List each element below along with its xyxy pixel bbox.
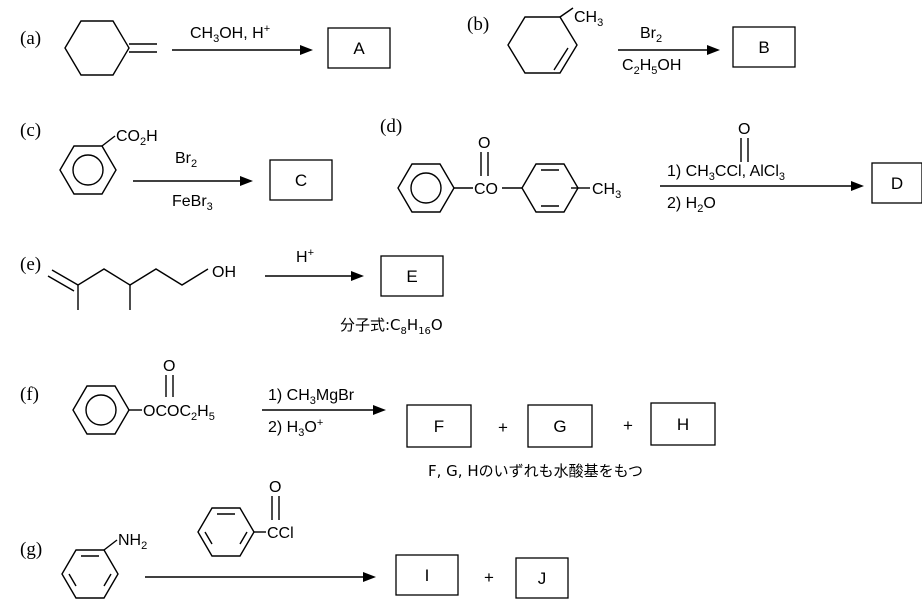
step1-d: 1) CH3CCl, AlCl3 [667,163,785,183]
product-g: G [553,417,566,436]
skeleton-e [77,268,209,310]
product-box-i [395,554,459,596]
reaction-g: (g) NH2 O CCl I + J [20,479,569,599]
acyl-o-g: O [269,479,281,496]
plus-f2: + [623,416,633,435]
product-a: A [353,39,365,58]
formula-note-e: 分子式:C8H16O [340,316,443,337]
benzene-ring-g2 [197,507,255,557]
reagent-a: CH3OH, H+ [190,23,270,45]
cyclohexane-ring [64,20,130,76]
methyl-d: CH3 [592,181,621,201]
carbonyl-o-f: O [163,358,175,375]
ester-link-d: CO [474,181,498,198]
product-box-j [515,557,569,599]
product-box-a [327,27,391,69]
label-a: (a) [20,28,41,49]
benzene-ring-c [59,145,117,195]
product-h: H [677,415,689,434]
ring-double-bond [553,47,569,71]
product-b: B [758,38,769,57]
amine-g: NH2 [118,532,147,552]
plus-f1: + [498,418,508,437]
label-c: (c) [20,120,41,141]
product-d: D [891,174,903,193]
reagent-e: H+ [296,247,314,266]
reagent-bottom-c: FeBr3 [172,193,213,213]
label-d: (d) [380,116,402,137]
reaction-f: (f) O OCOC2H5 1) CH3MgBr 2) H3O+ F + G +… [20,358,716,480]
carbonyl-o-d: O [478,135,490,152]
note-f: F, G, Hのいずれも水酸基をもつ [428,462,643,480]
reagent-bottom-b: C2H5OH [622,57,681,77]
label-f: (f) [20,384,39,405]
product-box-f [406,404,472,448]
reagent-top-b: Br2 [640,25,662,45]
plus-g: + [484,568,494,587]
acyl-o-d: O [738,121,750,138]
carboxyl-c: CO2H [116,128,158,148]
ester-group-f: OCOC2H5 [143,403,215,423]
label-g: (g) [20,539,42,560]
step1-f: 1) CH3MgBr [268,387,355,407]
benzene-ring-d2 [521,163,579,213]
reaction-d: (d) O CO CH3 O 1) CH3CCl, AlCl3 2) H2O D [380,116,922,215]
product-box-e [380,255,444,297]
reaction-b: (b) CH3 Br2 C2H5OH B [467,7,796,77]
reaction-e: (e) OH H+ E 分子式:C8H16O [20,247,444,337]
product-f: F [434,417,444,436]
benzene-ring-d1 [397,163,455,213]
reagent-top-c: Br2 [175,150,197,170]
label-e: (e) [20,254,41,275]
step2-d: 2) H2O [667,195,716,215]
product-c: C [295,171,307,190]
cyclohexene-ring [507,16,578,74]
terminal-alkene-e [51,269,79,286]
product-e: E [406,267,417,286]
product-box-h [650,402,716,446]
acyl-group-g: CCl [267,525,294,542]
product-box-b [732,26,796,68]
benzene-ring-f [72,385,130,435]
reaction-c: (c) CO2H Br2 FeBr3 C [20,120,333,213]
reaction-a: (a) CH3OH, H+ A [20,20,391,76]
product-i: I [425,566,430,585]
hydroxyl-e: OH [212,264,236,281]
product-box-g [527,404,593,448]
step2-f: 2) H3O+ [268,417,323,439]
benzene-ring-g1 [61,549,119,599]
product-box-d [871,162,922,204]
product-box-c [269,159,333,201]
methyl-b: CH3 [574,9,603,29]
label-b: (b) [467,14,489,35]
product-j: J [538,569,547,588]
